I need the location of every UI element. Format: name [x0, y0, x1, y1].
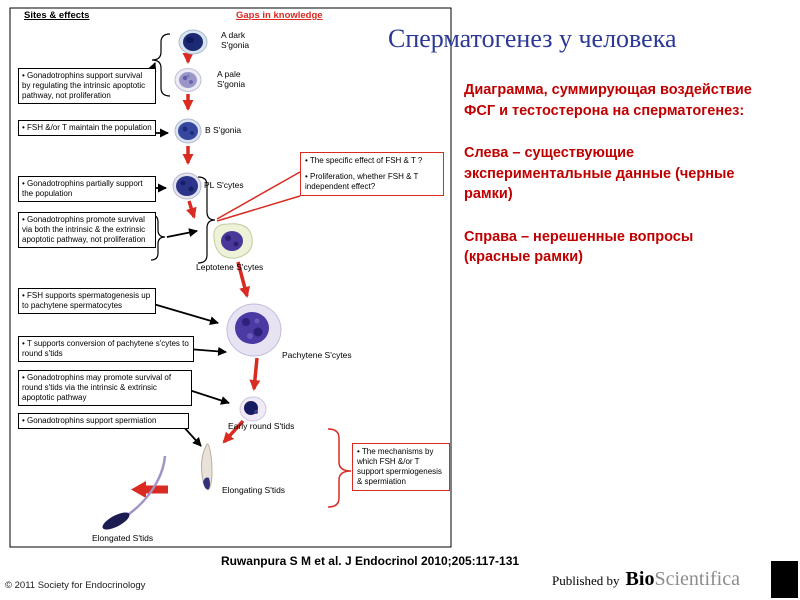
stage-label-leptotene: Leptotene S'cytes — [196, 262, 264, 272]
slide-title: Сперматогенез у человека — [388, 24, 677, 53]
cell-b-spermatogonia — [174, 118, 202, 144]
evidence-box-spermiation: • Gonadotrophins support spermiation — [18, 413, 189, 429]
evidence-box-survival-intrinsic: • Gonadotrophins support survival by reg… — [18, 68, 156, 104]
cell-early-round-spermatid — [239, 396, 267, 422]
cell-elongating-spermatid — [201, 443, 213, 491]
question-box-fsh-t-effect: • The specific effect of FSH & T ? • Pro… — [300, 152, 444, 196]
question-connectors — [216, 171, 301, 222]
stage-label-elongating: Elongating S'tids — [222, 485, 286, 495]
stage-label-pl-scytes: PL S'cytes — [204, 180, 244, 190]
question-box-spermiogenesis-mechanisms: • The mechanisms by which FSH &/or T sup… — [352, 443, 450, 491]
question-brace — [327, 428, 352, 508]
cell-a-pale-spermatogonia — [174, 68, 202, 92]
stage-label-a-pale: A pale S'gonia — [217, 69, 246, 89]
stage-label-early-round: Early round S'tids — [228, 421, 295, 431]
cell-preleptotene-spermatocyte — [172, 172, 202, 200]
cell-pachytene-spermatocyte — [226, 303, 282, 357]
evidence-box-partially-support: • Gonadotrophins partially support the p… — [18, 176, 156, 202]
evidence-box-round-stids-survival: • Gonadotrophins may promote survival of… — [18, 370, 192, 406]
stage-label-elongated: Elongated S'tids — [92, 533, 154, 543]
slide-description: Диаграмма, суммирующая воздействие ФСГ и… — [464, 80, 760, 290]
stage-label-a-dark: A dark S'gonia — [221, 30, 250, 50]
diagram-header-sites: Sites & effects — [24, 10, 90, 21]
publisher-name-bold: Bio — [625, 568, 655, 590]
question-item: • Proliferation, whether FSH & T indepen… — [305, 172, 419, 191]
cell-a-dark-spermatogonia — [178, 29, 208, 55]
evidence-box-fsh-t-maintain: • FSH &/or T maintain the population — [18, 120, 156, 136]
question-item: • The specific effect of FSH & T ? — [305, 156, 423, 165]
stage-label-pachytene: Pachytene S'cytes — [282, 350, 352, 360]
evidence-box-survival-both-pathways: • Gonadotrophins promote survival via bo… — [18, 212, 156, 248]
description-left-note: Слева – существующие экспериментальные д… — [464, 145, 735, 203]
publisher-name-light: Scientifica — [654, 568, 740, 590]
citation: Ruwanpura S M et al. J Endocrinol 2010;2… — [220, 554, 520, 568]
publisher-logo-mark — [771, 561, 798, 598]
grouping-braces — [150, 33, 216, 264]
cell-leptotene-spermatocyte — [213, 223, 253, 259]
spermiation-arrow — [131, 481, 168, 498]
cell-elongated-spermatid — [102, 455, 167, 530]
evidence-box-t-conversion: • T supports conversion of pachytene s'c… — [18, 336, 194, 362]
published-by-label: Published by — [552, 573, 620, 588]
question-item: • The mechanisms by which FSH &/or T sup… — [357, 447, 442, 486]
copyright-notice: © 2011 Society for Endocrinology — [5, 580, 146, 591]
description-right-note: Справа – нерешенные вопросы (красные рам… — [464, 228, 694, 266]
diagram-header-gaps: Gaps in knowledge — [236, 10, 323, 21]
stage-progression-arrows — [182, 53, 261, 444]
diagram-border — [9, 7, 452, 548]
publisher-logo: Published by BioScientifica — [552, 568, 740, 591]
stage-label-b-sgonia: B S'gonia — [205, 125, 242, 135]
description-intro: Диаграмма, суммирующая воздействие ФСГ и… — [464, 82, 752, 119]
evidence-box-fsh-up-to-pachytene: • FSH supports spermatogenesis up to pac… — [18, 288, 156, 314]
